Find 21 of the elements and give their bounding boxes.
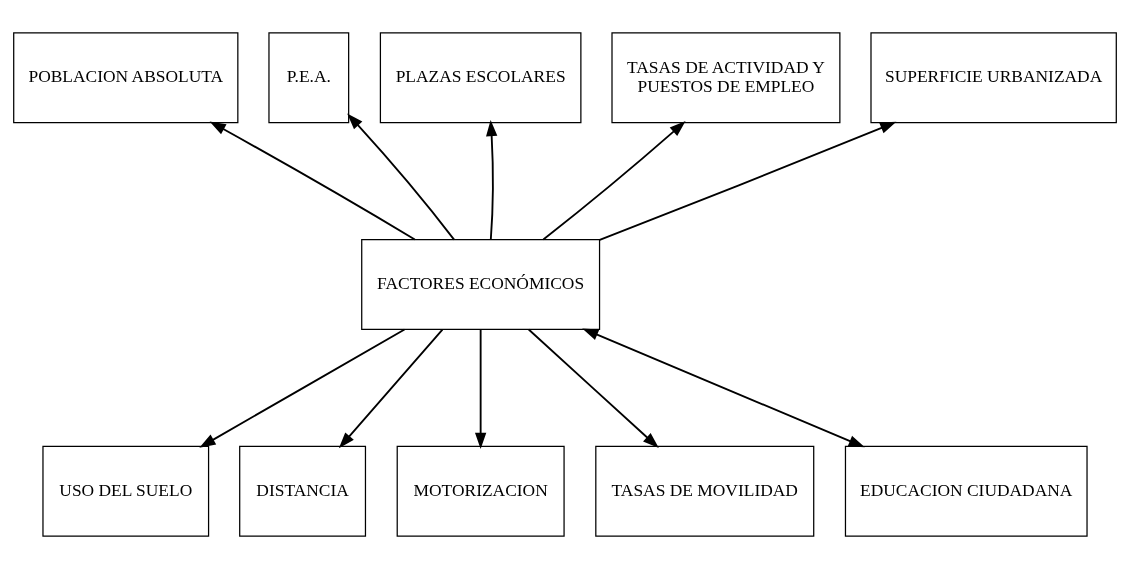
node-box: TASAS DE MOVILIDAD [595, 445, 815, 537]
arrow [199, 328, 406, 448]
arrow [542, 121, 686, 241]
node-box: USO DEL SUELO [42, 445, 210, 537]
node-box: FACTORES ECONÓMICOS [361, 239, 601, 330]
node-box: P.E.A. [268, 32, 350, 124]
node-box: TASAS DE ACTIVIDAD Y PUESTOS DE EMPLEO [611, 32, 841, 124]
arrow [582, 328, 865, 448]
node-box: EDUCACION CIUDADANA [844, 445, 1088, 537]
arrow [598, 121, 897, 241]
node-box: SUPERFICIE URBANIZADA [870, 32, 1117, 124]
node-box: POBLACION ABSOLUTA [13, 32, 239, 124]
node-box: PLAZAS ESCOLARES [379, 32, 582, 124]
arrow [347, 113, 455, 241]
node-box: DISTANCIA [239, 445, 367, 537]
arrow [527, 328, 659, 449]
node-box: MOTORIZACION [396, 445, 565, 537]
arrow [209, 121, 416, 241]
arrow [486, 120, 498, 241]
arrow [474, 328, 487, 450]
arrow [338, 328, 444, 449]
